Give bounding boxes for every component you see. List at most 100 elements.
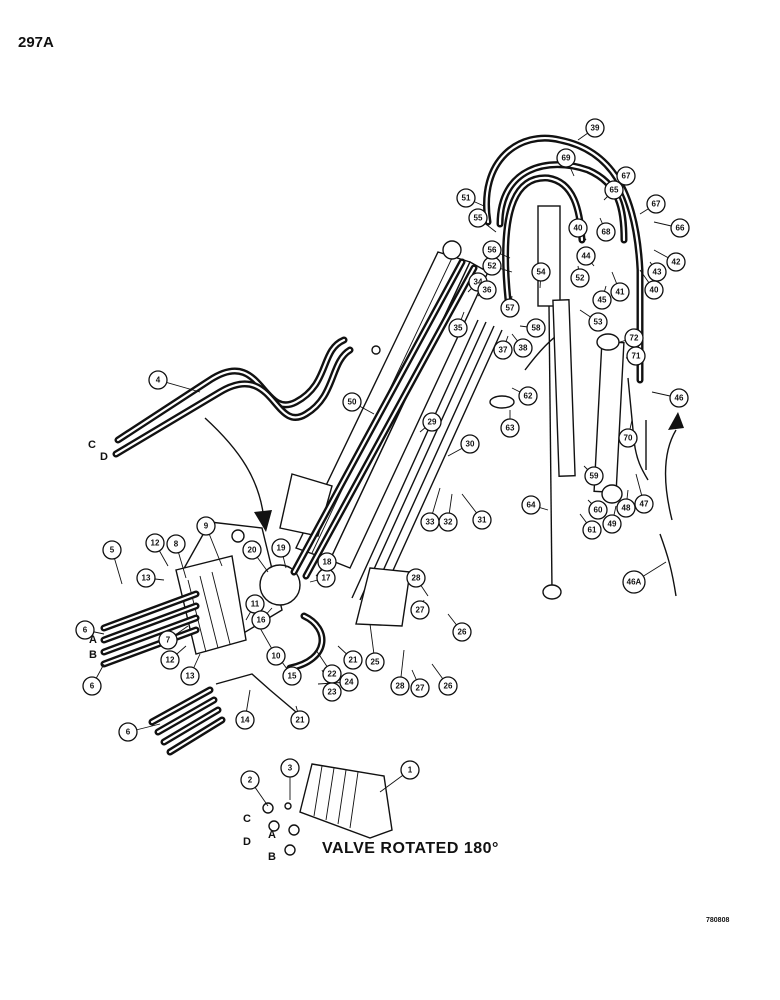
port-letter-b-left: B [89,649,97,661]
svg-text:62: 62 [524,392,533,401]
port-letter-c-valve: C [243,813,251,825]
callout-62: 62 [518,386,538,406]
valve-rotated-assembly [262,763,393,856]
svg-text:6: 6 [90,682,95,691]
callout-71: 71 [626,346,646,366]
callout-46: 46 [669,388,689,408]
callout-43: 43 [647,262,667,282]
callout-72: 72 [624,328,644,348]
callout-31: 31 [472,510,492,530]
svg-text:1: 1 [408,766,413,775]
callout-55: 55 [468,208,488,228]
svg-text:53: 53 [594,318,603,327]
svg-text:16: 16 [257,616,266,625]
svg-text:7: 7 [166,636,171,645]
svg-text:28: 28 [396,682,405,691]
callout-9: 9 [196,516,216,536]
callout-57: 57 [500,298,520,318]
callout-61: 61 [582,520,602,540]
svg-text:45: 45 [598,296,607,305]
svg-text:65: 65 [610,186,619,195]
svg-text:70: 70 [624,434,633,443]
svg-text:6: 6 [126,728,131,737]
boom-tubes [351,319,503,627]
svg-text:66: 66 [676,224,685,233]
callout-46a: 46A [622,570,646,594]
callout-16: 16 [251,610,271,630]
callout-23: 23 [322,682,342,702]
callout-13: 13 [136,568,156,588]
callout-65: 65 [604,180,624,200]
port-letter-a-left: A [89,634,97,646]
callout-66: 66 [670,218,690,238]
svg-text:71: 71 [632,352,641,361]
callout-21: 21 [343,650,363,670]
svg-text:46A: 46A [627,578,642,587]
svg-text:26: 26 [444,682,453,691]
callout-35: 35 [448,318,468,338]
callout-51: 51 [456,188,476,208]
svg-text:14: 14 [241,716,250,725]
svg-text:17: 17 [322,574,331,583]
svg-text:33: 33 [426,518,435,527]
svg-text:69: 69 [562,154,571,163]
callout-22: 22 [322,664,342,684]
callout-6: 6 [118,722,138,742]
svg-text:56: 56 [488,246,497,255]
svg-text:43: 43 [653,268,662,277]
svg-text:46: 46 [675,394,684,403]
svg-text:49: 49 [608,520,617,529]
callout-54: 54 [531,262,551,282]
svg-text:35: 35 [454,324,463,333]
svg-text:30: 30 [466,440,475,449]
svg-text:64: 64 [527,501,536,510]
svg-text:72: 72 [630,334,639,343]
callout-37: 37 [493,340,513,360]
svg-text:58: 58 [532,324,541,333]
left-hoses [100,590,200,668]
svg-text:38: 38 [519,344,528,353]
port-letter-b-valve: B [268,851,276,863]
svg-text:19: 19 [277,544,286,553]
svg-text:10: 10 [272,652,281,661]
callout-6: 6 [75,620,95,640]
callout-8: 8 [166,534,186,554]
svg-text:40: 40 [650,286,659,295]
svg-text:31: 31 [478,516,487,525]
svg-text:32: 32 [444,518,453,527]
port-letter-d-valve: D [243,836,251,848]
lower-hoses [148,673,297,756]
svg-text:34: 34 [474,278,483,287]
svg-text:6: 6 [83,626,88,635]
svg-text:13: 13 [142,574,151,583]
callout-70: 70 [618,428,638,448]
callout-group: 1234566678910111212131314151617181920212… [75,118,690,790]
upper-left-hoses [112,336,354,458]
callout-36: 36 [477,280,497,300]
svg-text:20: 20 [248,546,257,555]
callout-67: 67 [646,194,666,214]
svg-text:24: 24 [345,678,354,687]
callout-40: 40 [644,280,664,300]
svg-text:27: 27 [416,684,425,693]
figure-code: 780808 [706,917,730,924]
svg-text:60: 60 [594,506,603,515]
svg-text:8: 8 [174,540,179,549]
svg-text:29: 29 [428,418,437,427]
svg-text:67: 67 [622,172,631,181]
valve-caption: VALVE ROTATED 180° [322,840,499,857]
callout-69: 69 [556,148,576,168]
callout-52: 52 [482,256,502,276]
svg-text:37: 37 [499,346,508,355]
svg-text:18: 18 [323,558,332,567]
svg-text:67: 67 [652,200,661,209]
svg-text:15: 15 [288,672,297,681]
callout-14: 14 [235,710,255,730]
callout-47: 47 [634,494,654,514]
svg-text:22: 22 [328,670,337,679]
callout-53: 53 [588,312,608,332]
boom-hoses [290,258,478,580]
svg-text:44: 44 [582,252,591,261]
callout-5: 5 [102,540,122,560]
